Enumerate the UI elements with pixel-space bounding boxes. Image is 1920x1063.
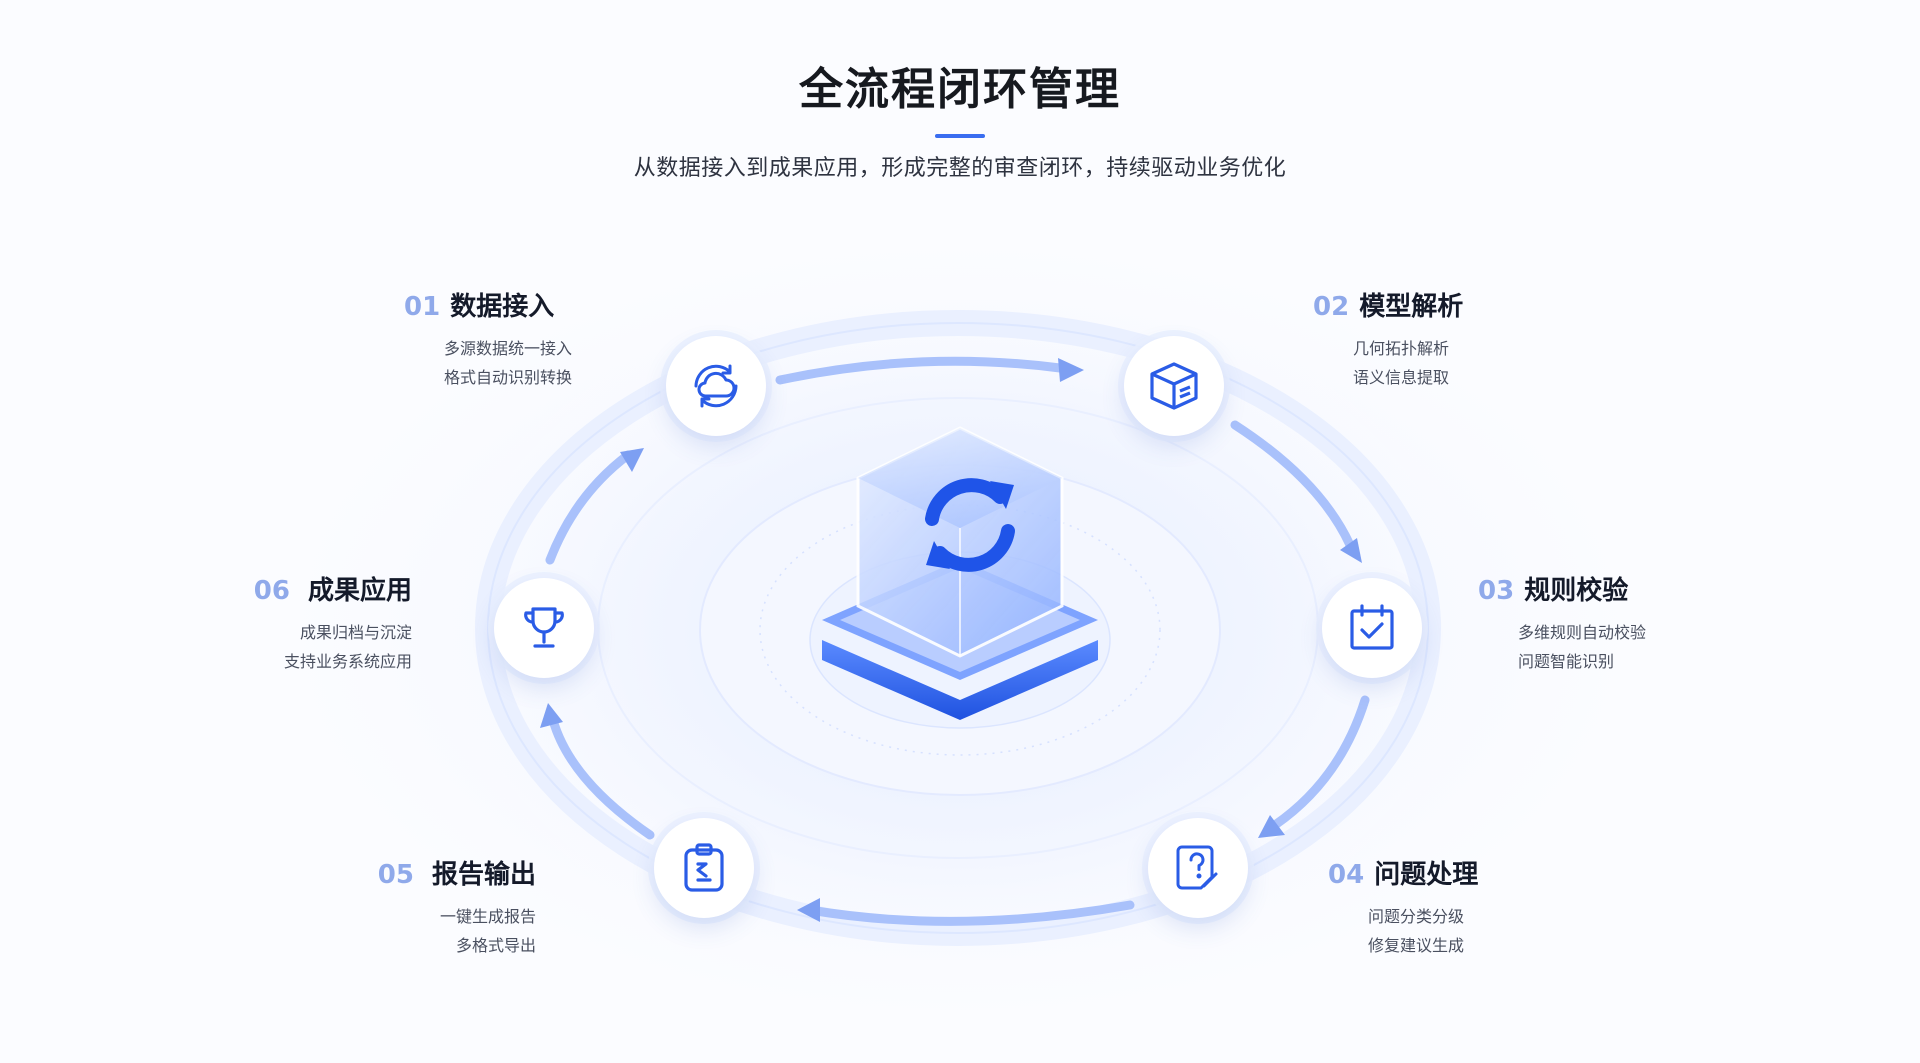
step-node-02[interactable] (1124, 336, 1224, 436)
calendar-check-icon (1350, 604, 1394, 650)
title-underline (935, 134, 985, 138)
step-number: 06 (253, 576, 290, 606)
step-description: 语义信息提取 (1353, 368, 1450, 387)
step-description: 多格式导出 (455, 936, 536, 955)
step-number: 04 (1328, 860, 1365, 890)
clipboard-icon (684, 843, 724, 892)
step-node-01[interactable] (666, 336, 766, 436)
arrowhead-01 (620, 448, 644, 472)
step-node-05[interactable] (654, 818, 754, 918)
plate-base (822, 640, 1098, 720)
step-05: 05 报告输出 一键生成报告 多格式导出 (236, 854, 536, 960)
arrowhead-05 (797, 898, 820, 922)
flow-arrows (545, 356, 1370, 926)
step-node-03[interactable] (1322, 578, 1422, 678)
step-03: 03 规则校验 多维规则自动校验 问题智能识别 (1478, 570, 1778, 676)
trophy-icon (524, 607, 564, 648)
page-subtitle: 从数据接入到成果应用，形成完整的审查闭环，持续驱动业务优化 (633, 156, 1287, 181)
step-title: 成果应用 (307, 576, 412, 606)
arrowhead-02 (1058, 358, 1084, 382)
outer-ring-edge (487, 322, 1429, 934)
arrowhead-04 (1258, 815, 1285, 838)
step-node-04[interactable] (1148, 818, 1248, 918)
box-icon (1150, 362, 1198, 410)
step-title: 问题处理 (1374, 860, 1479, 890)
step-title: 模型解析 (1359, 292, 1464, 322)
arrow-05-06 (548, 715, 655, 840)
step-title: 规则校验 (1524, 576, 1629, 606)
step-node-06[interactable] (494, 578, 594, 678)
step-title: 数据接入 (450, 292, 555, 322)
step-02: 02 模型解析 几何拓扑解析 语义信息提取 (1313, 286, 1613, 392)
arrow-heads (540, 358, 1362, 922)
refresh-cycle-icon (925, 478, 1015, 572)
step-number: 03 (1478, 576, 1515, 606)
step-description: 一键生成报告 (439, 907, 536, 926)
arrow-06-01 (545, 450, 633, 565)
step-description: 问题智能识别 (1518, 652, 1615, 671)
arrow-01-02 (775, 356, 1065, 385)
step-description: 成果归档与沉淀 (299, 623, 412, 642)
page-header: 全流程闭环管理 从数据接入到成果应用，形成完整的审查闭环，持续驱动业务优化 (0, 60, 1920, 184)
step-01: 01 数据接入 多源数据统一接入 格式自动识别转换 (404, 286, 704, 392)
arrowhead-06 (540, 703, 563, 728)
step-description: 几何拓扑解析 (1353, 339, 1450, 358)
step-title: 报告输出 (431, 860, 536, 890)
step-description: 多维规则自动校验 (1518, 623, 1647, 642)
step-description: 支持业务系统应用 (283, 652, 412, 671)
step-06: 06 成果应用 成果归档与沉淀 支持业务系统应用 (112, 570, 412, 676)
step-description: 格式自动识别转换 (444, 368, 573, 387)
step-description: 多源数据统一接入 (444, 339, 573, 358)
step-number: 05 (377, 860, 414, 890)
question-document-icon (1176, 845, 1218, 890)
step-04: 04 问题处理 问题分类分级 修复建议生成 (1328, 854, 1628, 960)
arrowhead-03 (1340, 538, 1362, 563)
step-number: 02 (1313, 292, 1350, 322)
arrow-03-04 (1270, 695, 1370, 830)
dotted-ring (759, 504, 1161, 756)
central-cube (822, 426, 1098, 720)
inner-ring (597, 397, 1319, 859)
page-title: 全流程闭环管理 (799, 64, 1121, 115)
step-number: 01 (404, 292, 441, 322)
cloud-sync-icon (694, 364, 738, 408)
arrow-04-05 (805, 900, 1135, 926)
step-description: 问题分类分级 (1368, 907, 1465, 926)
step-description: 修复建议生成 (1368, 936, 1465, 955)
glass-cube-top (858, 428, 1062, 528)
arrow-02-03 (1230, 420, 1355, 550)
